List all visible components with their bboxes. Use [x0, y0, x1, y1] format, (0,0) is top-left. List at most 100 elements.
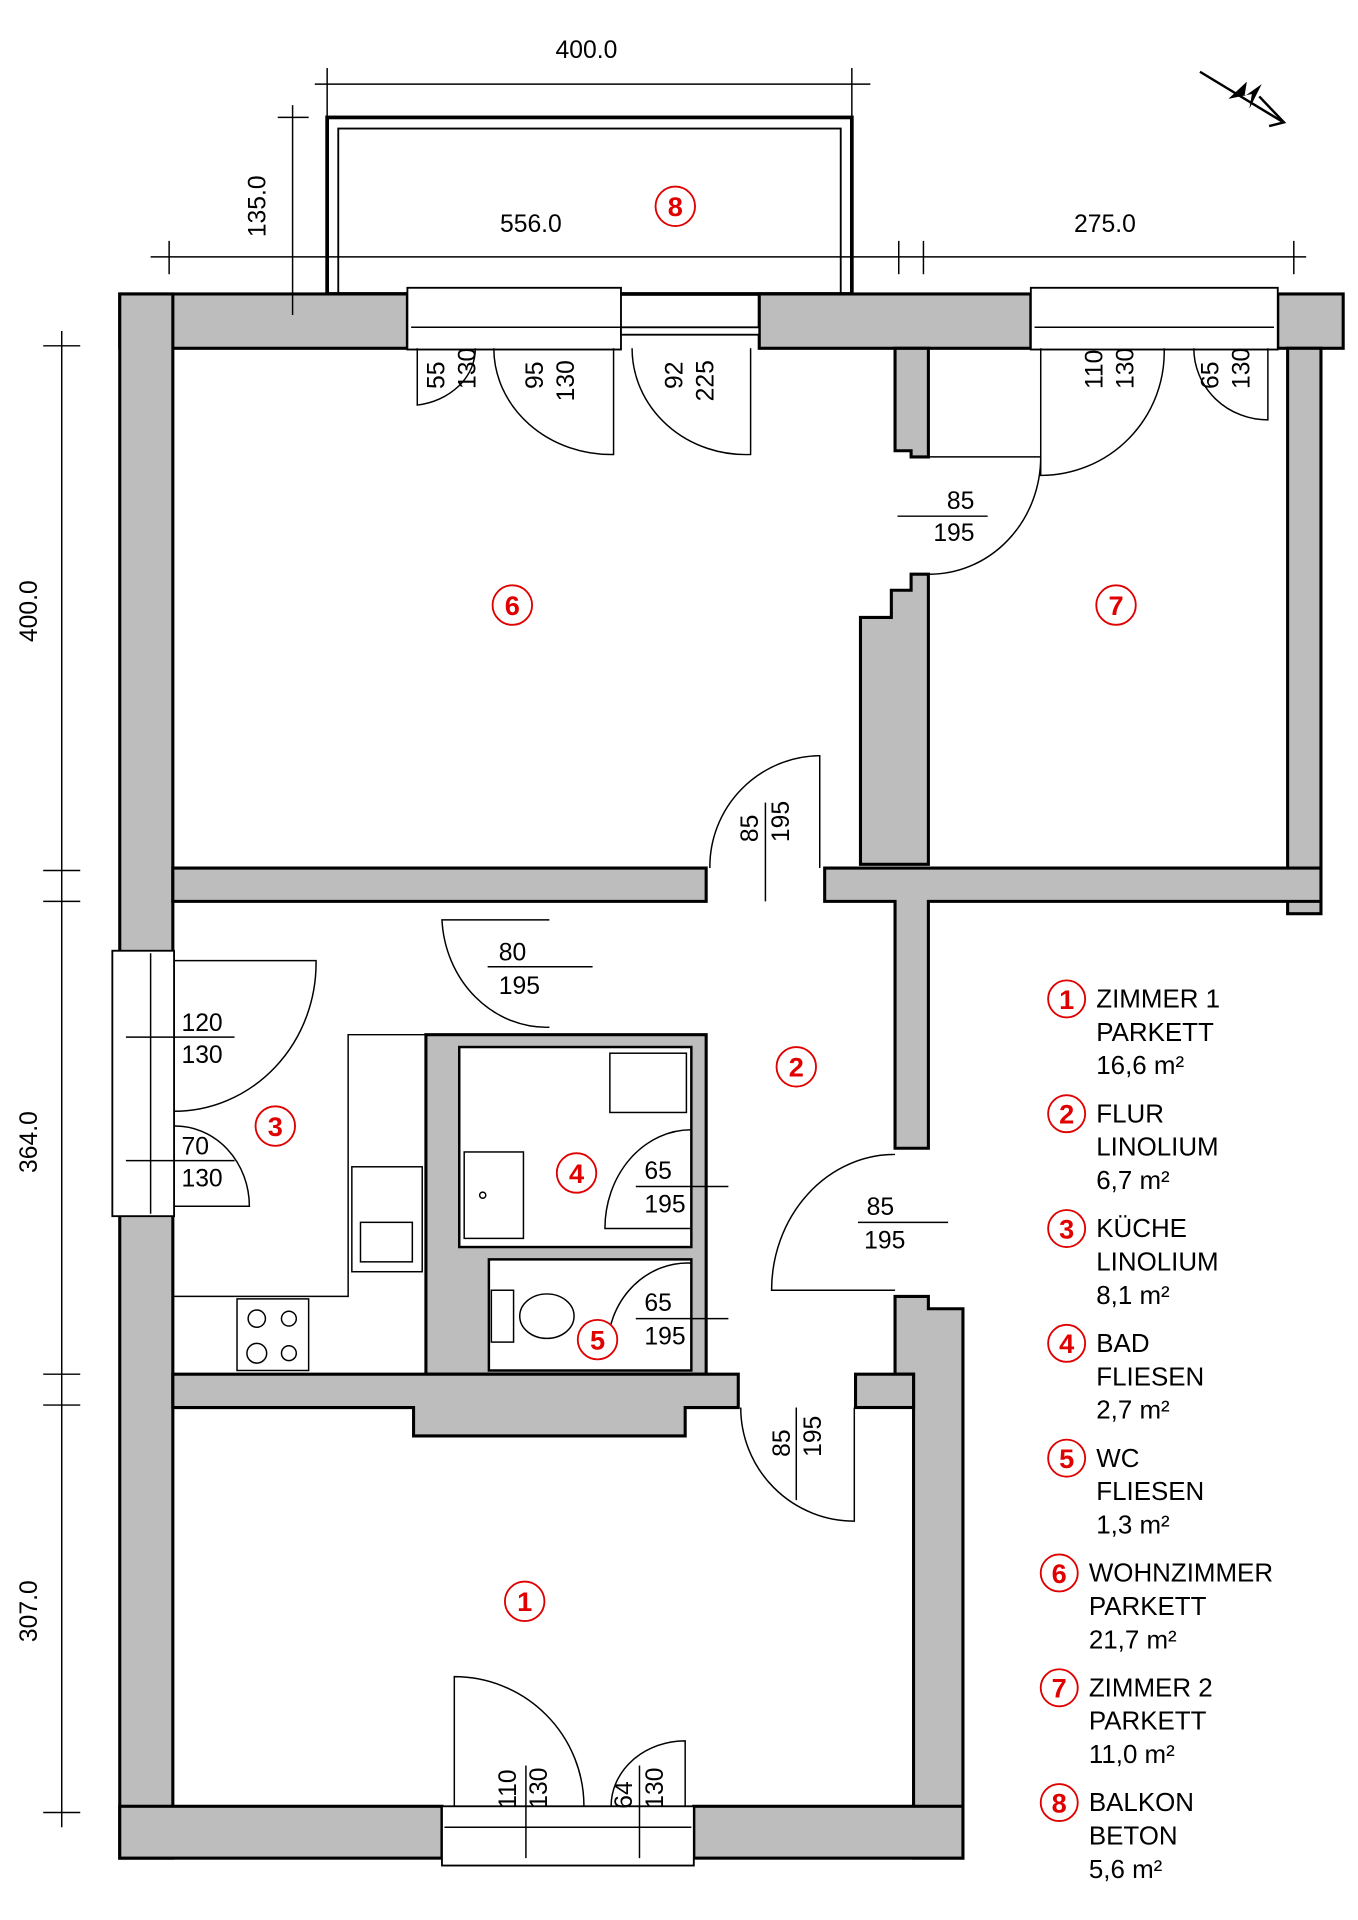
opening-height: 195: [864, 1227, 905, 1254]
opening-width: 92: [662, 362, 689, 389]
legend-name: WC: [1096, 1445, 1139, 1473]
opening-height: 130: [642, 1768, 669, 1809]
legend-floor: PARKETT: [1089, 1708, 1207, 1736]
room-marker-2: 2: [775, 1046, 817, 1088]
opening-width: 110: [1081, 350, 1108, 389]
legend-floor: PARKETT: [1096, 1019, 1214, 1047]
opening-height: 130: [181, 1042, 222, 1069]
opening-width: 80: [499, 940, 526, 967]
svg-text:8: 8: [668, 191, 683, 222]
room-marker-3: 3: [254, 1105, 296, 1147]
legend-floor: FLIESEN: [1096, 1478, 1204, 1506]
room-markers: 1 2 3 4 5 6 7 8: [254, 185, 1137, 1623]
balcony: [325, 115, 854, 296]
opening-width: 85: [769, 1429, 796, 1456]
opening-width: 65: [1197, 362, 1224, 389]
opening-width: 85: [867, 1194, 894, 1221]
bath-fixtures: [463, 1052, 688, 1343]
legend-entry: 6 WOHNZIMMER PARKETT 21,7 m²: [1039, 1553, 1273, 1654]
legend-area: 21,7 m²: [1089, 1626, 1177, 1654]
legend-number: 4: [1059, 1328, 1074, 1359]
opening-height: 130: [181, 1166, 222, 1193]
sink-icon: [351, 1166, 423, 1273]
opening-width: 65: [644, 1290, 671, 1317]
dim-left-middle: 364.0: [16, 1111, 43, 1173]
opening-height: 195: [644, 1191, 685, 1218]
bathtub-icon: [609, 1052, 688, 1114]
room-marker-1: 1: [504, 1580, 546, 1623]
opening-height: 195: [800, 1416, 827, 1457]
opening-height: 225: [693, 360, 720, 401]
legend-area: 11,0 m²: [1089, 1741, 1175, 1769]
legend-number: 8: [1052, 1787, 1067, 1818]
legend-name: KÜCHE: [1096, 1215, 1187, 1243]
opening-height: 130: [526, 1768, 553, 1809]
legend-floor: FLIESEN: [1096, 1363, 1204, 1391]
legend-entry: 2 FLUR LINOLIUM 6,7 m²: [1047, 1094, 1219, 1195]
svg-text:4: 4: [569, 1158, 584, 1189]
legend-number: 3: [1059, 1213, 1074, 1244]
svg-text:3: 3: [268, 1111, 283, 1142]
legend-entry: 3 KÜCHE LINOLIUM 8,1 m²: [1047, 1209, 1219, 1310]
opening-width: 70: [181, 1133, 208, 1160]
legend-number: 7: [1052, 1673, 1067, 1704]
room-marker-4: 4: [555, 1152, 598, 1194]
dim-top-right: 275.0: [1074, 211, 1136, 238]
shower-icon: [463, 1151, 525, 1240]
legend-area: 1,3 m²: [1096, 1511, 1170, 1539]
opening-width: 85: [947, 488, 974, 515]
room-marker-7: 7: [1095, 584, 1137, 626]
legend-floor: LINOLIUM: [1096, 1134, 1218, 1162]
legend-name: FLUR: [1096, 1100, 1164, 1128]
dim-left-top: 400.0: [16, 580, 43, 642]
legend-number: 2: [1059, 1099, 1074, 1130]
dim-balcony-width: 400.0: [556, 37, 618, 64]
legend-floor: BETON: [1089, 1823, 1178, 1851]
north-arrow-icon: [1199, 70, 1287, 128]
dim-balcony-depth: 135.0: [244, 175, 271, 237]
opening-height: 195: [768, 801, 795, 842]
opening-height: 195: [933, 520, 974, 547]
legend-area: 16,6 m²: [1096, 1052, 1184, 1080]
opening-height: 130: [454, 348, 481, 389]
toilet-icon: [490, 1289, 515, 1343]
legend-name: BALKON: [1089, 1789, 1194, 1817]
legend-number: 1: [1059, 984, 1074, 1015]
legend-name: WOHNZIMMER: [1089, 1560, 1273, 1588]
legend-floor: LINOLIUM: [1096, 1248, 1218, 1276]
opening-height: 130: [1228, 348, 1255, 389]
svg-text:5: 5: [590, 1324, 605, 1355]
opening-height: 130: [1112, 348, 1139, 389]
legend-area: 5,6 m²: [1089, 1856, 1163, 1884]
room-marker-6: 6: [491, 584, 534, 626]
stove-icon: [236, 1298, 310, 1372]
dim-top-left: 556.0: [500, 211, 562, 238]
opening-width: 120: [181, 1010, 222, 1037]
opening-width: 110: [495, 1769, 522, 1808]
opening-width: 85: [737, 815, 764, 842]
opening-height: 130: [553, 360, 580, 401]
legend-area: 2,7 m²: [1096, 1397, 1170, 1425]
legend-area: 8,1 m²: [1096, 1282, 1170, 1310]
dimension-lines: 400.0 556.0 275.0 135.0 400.0 364.0 307.…: [16, 37, 1307, 1828]
opening-height: 195: [644, 1324, 685, 1351]
legend-number: 6: [1052, 1558, 1067, 1589]
svg-text:2: 2: [789, 1052, 804, 1083]
opening-width: 55: [423, 362, 450, 389]
legend-area: 6,7 m²: [1096, 1167, 1170, 1195]
room-marker-8: 8: [654, 185, 696, 227]
legend-name: ZIMMER 2: [1089, 1674, 1213, 1702]
opening-width: 95: [522, 362, 549, 389]
svg-text:1: 1: [517, 1586, 532, 1617]
room-marker-5: 5: [576, 1318, 619, 1361]
opening-width: 65: [644, 1158, 671, 1185]
legend-floor: PARKETT: [1089, 1593, 1207, 1621]
legend-entry: 7 ZIMMER 2 PARKETT 11,0 m²: [1039, 1668, 1213, 1769]
dim-left-bottom: 307.0: [16, 1580, 43, 1642]
